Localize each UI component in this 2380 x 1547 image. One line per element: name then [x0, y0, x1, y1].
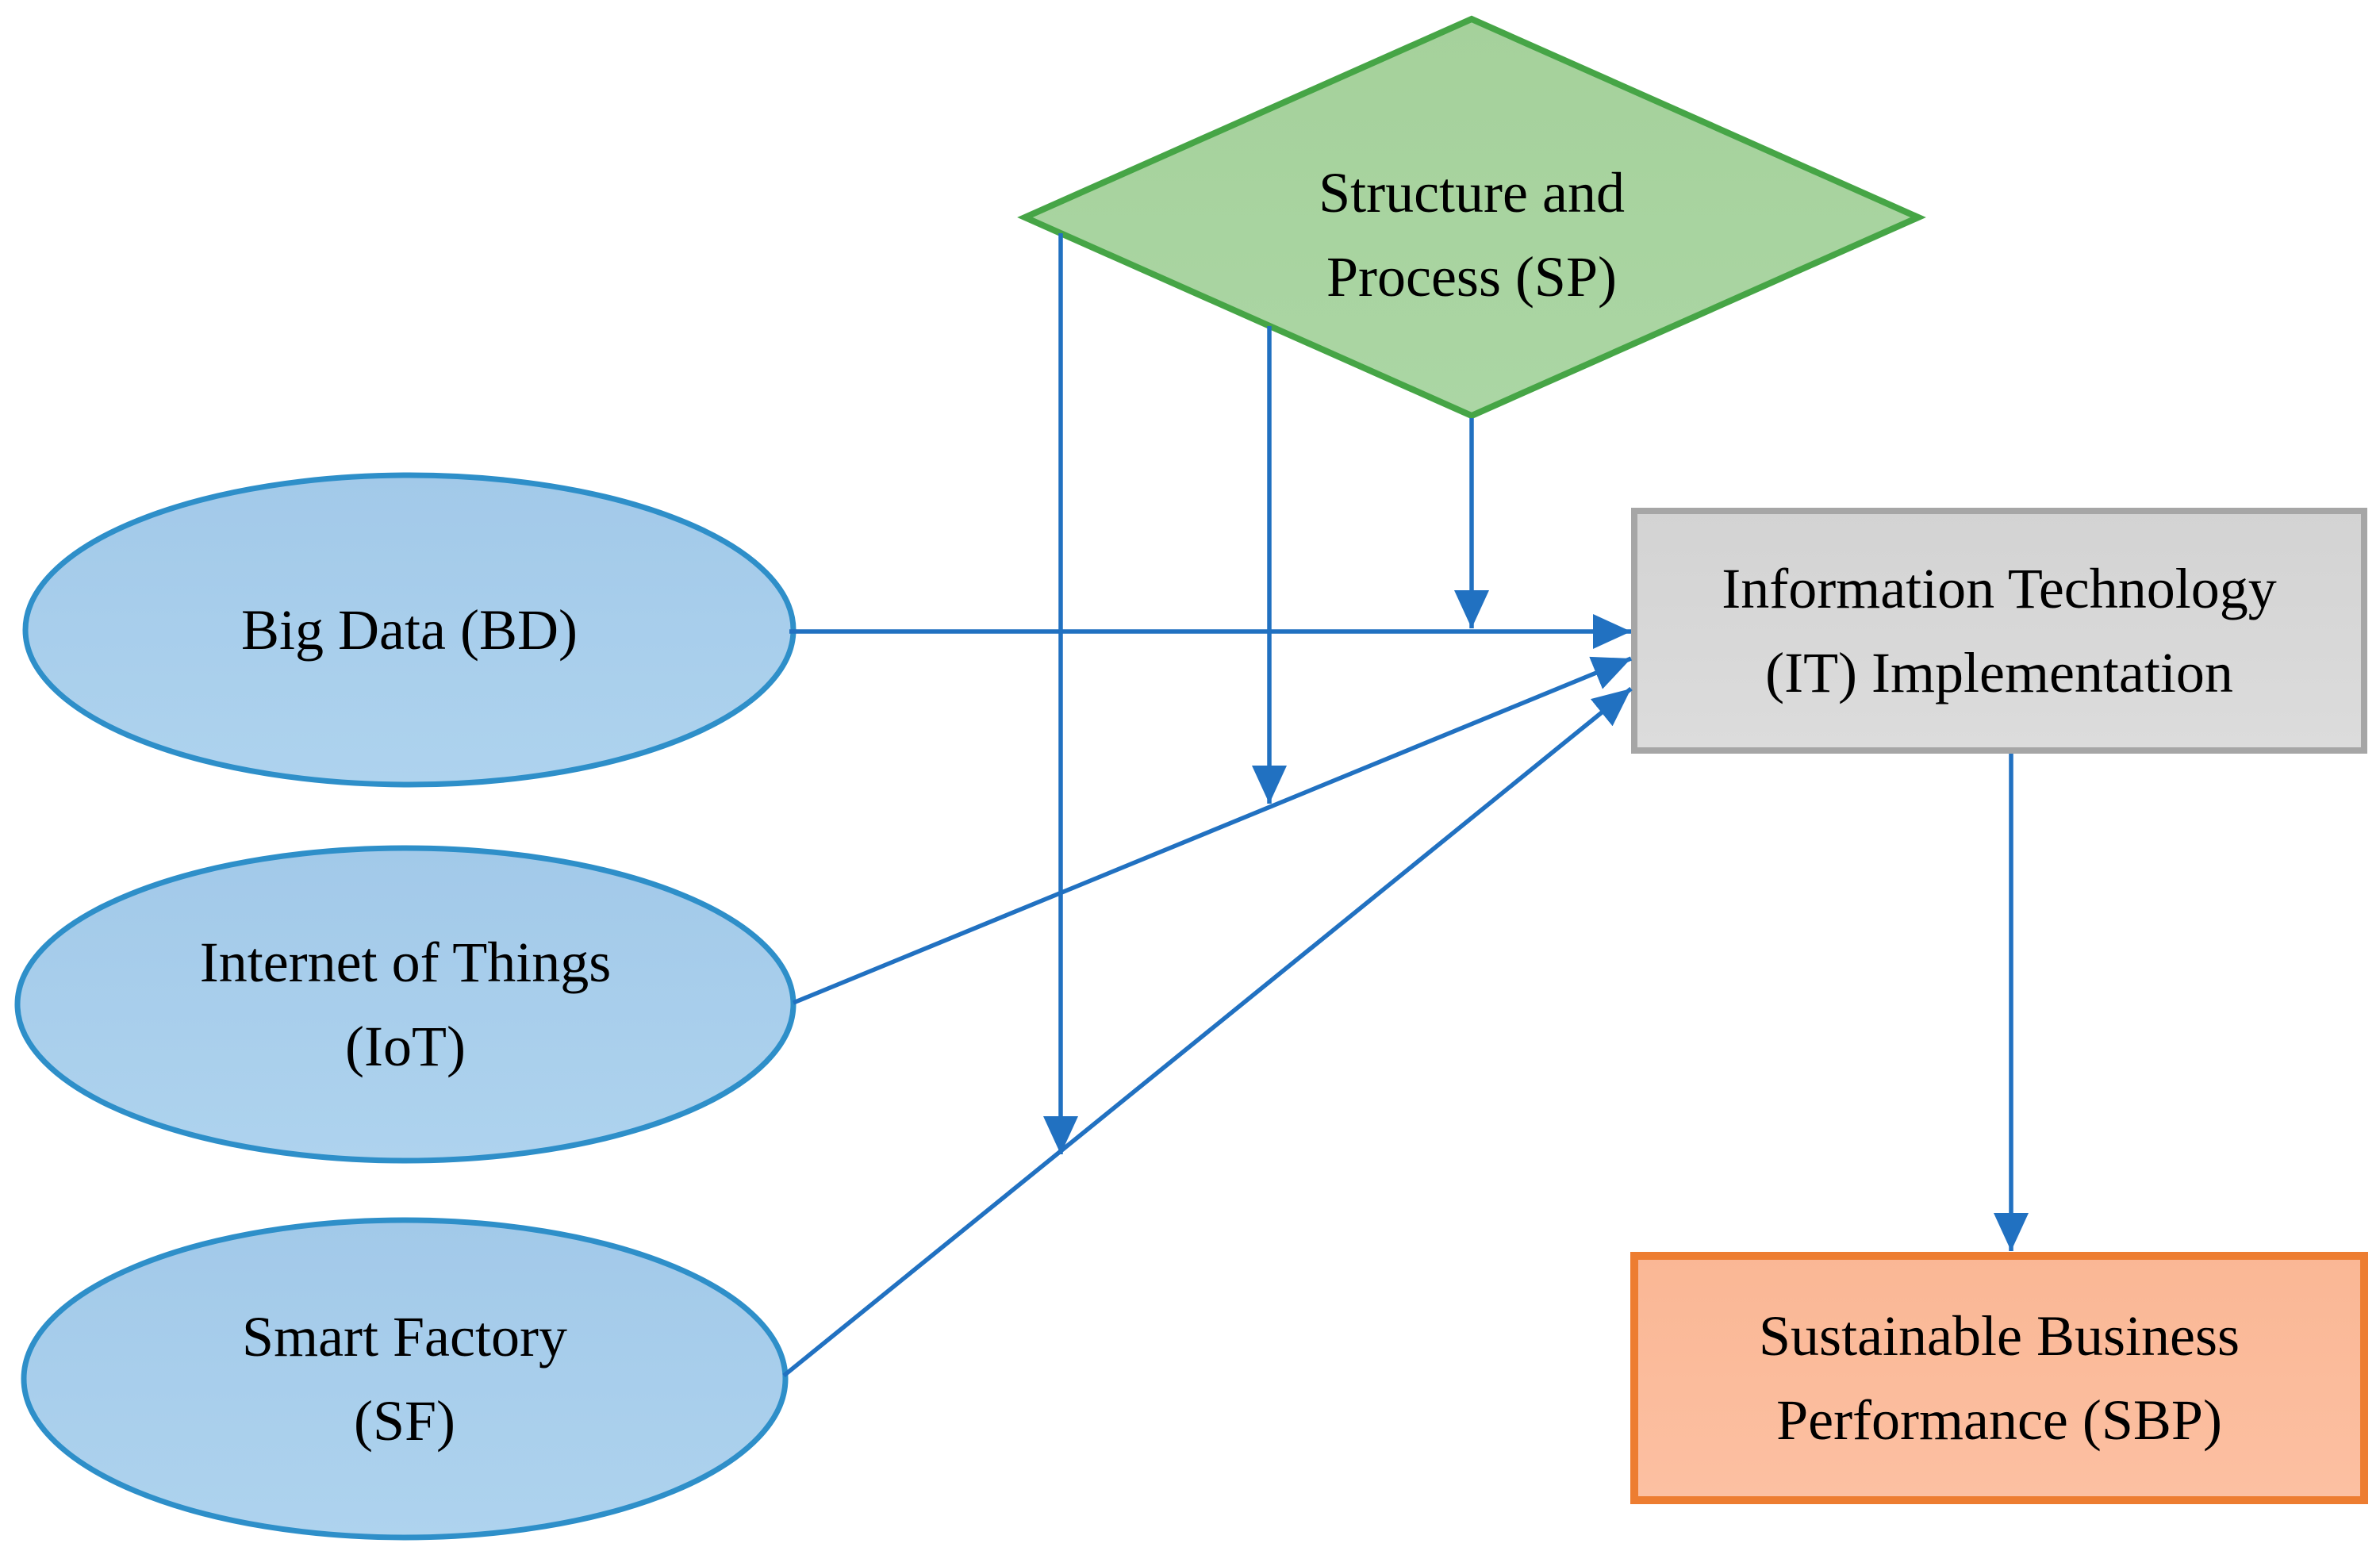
iot-label-line1: Internet of Things [199, 931, 612, 994]
iot-ellipse [14, 845, 797, 1164]
bd-label-text: Big Data (BD) [241, 598, 578, 662]
sbp-box [1630, 1252, 2368, 1504]
sp-label: Structure and Process (SP) [1115, 132, 1829, 338]
sf-label: Smart Factory (SF) [48, 1268, 762, 1490]
sbp-label-line1: Sustainable Business [1759, 1304, 2240, 1368]
sf-label-line1: Smart Factory [242, 1305, 567, 1368]
it-label-line1: Information Technology [1722, 557, 2277, 620]
it-label-line2: (IT) Implementation [1765, 641, 2233, 704]
arrow-sf-to-it [782, 686, 1633, 1378]
sf-label-line2: (SF) [353, 1389, 456, 1453]
sbp-label-line2: Performance (SBP) [1776, 1388, 2222, 1452]
arrow-iot-to-it [792, 656, 1633, 1005]
sp-label-line2: Process (SP) [1326, 245, 1617, 309]
iot-label-line2: (IoT) [345, 1015, 466, 1078]
sf-ellipse [21, 1217, 789, 1541]
it-label: Information Technology (IT) Implementati… [1634, 511, 2364, 750]
bd-label: Big Data (BD) [52, 582, 766, 678]
sp-diamond [1017, 15, 1926, 420]
sbp-label: Sustainable Business Performance (SBP) [1634, 1256, 2364, 1500]
sp-label-line1: Structure and [1319, 161, 1625, 225]
iot-label: Internet of Things (IoT) [48, 893, 762, 1115]
it-box [1631, 508, 2367, 754]
